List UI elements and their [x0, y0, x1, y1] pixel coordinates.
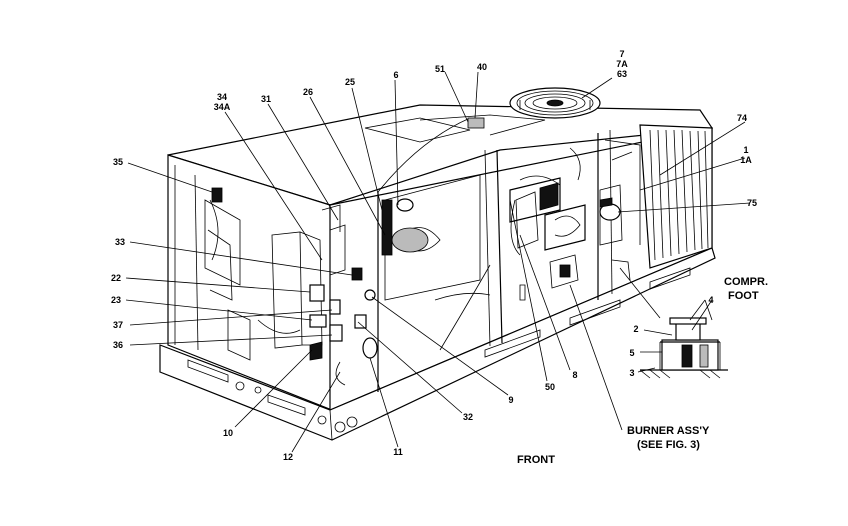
callout-36: 36 — [113, 340, 123, 350]
burner-assy-label-line1: BURNER ASS'Y — [627, 425, 710, 437]
callout-1a: 1A — [740, 155, 752, 165]
callout-1: 1 — [743, 145, 748, 155]
callout-8: 8 — [572, 370, 577, 380]
callout-31: 31 — [261, 94, 271, 104]
callout-4: 4 — [708, 295, 713, 305]
callout-7: 7 — [619, 49, 624, 59]
compr-foot-label-line1: COMPR. — [724, 276, 768, 288]
callout-34a: 34A — [214, 102, 231, 112]
text-labels: COMPR. FOOT BURNER ASS'Y (SEE FIG. 3) FR… — [517, 276, 768, 466]
callout-23: 23 — [111, 295, 121, 305]
callout-50: 50 — [545, 382, 555, 392]
callout-10: 10 — [223, 428, 233, 438]
top-openings — [364, 114, 546, 143]
compressor-foot-detail — [639, 317, 728, 379]
callout-40: 40 — [477, 62, 487, 72]
control-compartment — [174, 165, 323, 361]
callout-75: 75 — [747, 198, 757, 208]
callout-7a: 7A — [616, 59, 628, 69]
callout-51: 51 — [435, 64, 445, 74]
callout-25: 25 — [345, 77, 355, 87]
callout-6: 6 — [393, 70, 398, 80]
control-components — [309, 204, 378, 386]
front-label: FRONT — [517, 454, 555, 466]
callout-5: 5 — [629, 348, 634, 358]
condenser-fan — [509, 87, 601, 119]
blower-assembly — [377, 117, 491, 351]
callout-22: 22 — [111, 273, 121, 283]
callout-63: 63 — [617, 69, 627, 79]
callout-34: 34 — [217, 92, 227, 102]
callout-labels: 7 7A 63 51 40 25 6 26 31 34 34A 35 74 1 … — [111, 49, 757, 462]
callout-12: 12 — [283, 452, 293, 462]
base-rail-slots — [187, 267, 691, 433]
leader-lines — [125, 71, 751, 453]
compr-foot-label-line2: FOOT — [728, 290, 759, 302]
callout-9: 9 — [508, 395, 513, 405]
callout-32: 32 — [463, 412, 473, 422]
condenser-section — [599, 124, 713, 281]
callout-35: 35 — [113, 157, 123, 167]
callout-3: 3 — [629, 368, 634, 378]
callout-37: 37 — [113, 320, 123, 330]
callout-11: 11 — [393, 447, 403, 457]
callout-74: 74 — [737, 113, 747, 123]
burner-assy-label-line2: (SEE FIG. 3) — [637, 439, 700, 451]
callout-33: 33 — [115, 237, 125, 247]
callout-2: 2 — [633, 324, 638, 334]
burner-compartment — [509, 147, 586, 301]
callout-26: 26 — [303, 87, 313, 97]
divider-mid — [496, 149, 503, 344]
